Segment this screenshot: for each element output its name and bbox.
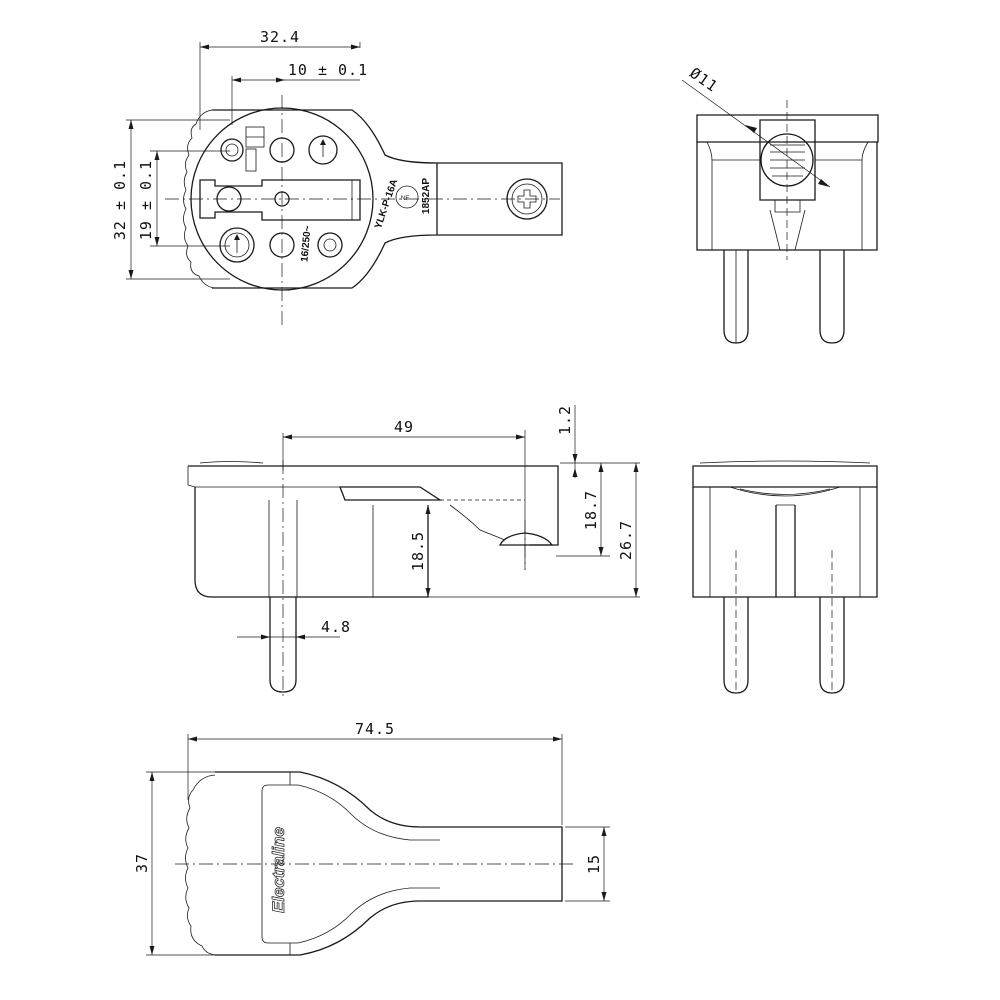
date-dial-ring bbox=[224, 232, 250, 258]
grip-top bbox=[199, 461, 264, 464]
dim-width-label-bottom: 37 bbox=[133, 853, 151, 873]
arrow bbox=[553, 736, 562, 742]
arrow bbox=[232, 77, 241, 83]
dim-length-label: 49 bbox=[394, 418, 414, 436]
side-view: 49 1.2 18.7 26.7 18.5 bbox=[187, 405, 640, 700]
arrow bbox=[128, 270, 134, 279]
arrow bbox=[149, 772, 155, 781]
hole bbox=[269, 232, 295, 258]
dim-pin-spacing-label: 10 ± 0.1 bbox=[288, 61, 368, 79]
arrow bbox=[261, 634, 270, 640]
body-contour bbox=[706, 141, 713, 250]
dial-arrow-head bbox=[234, 234, 240, 240]
arrow bbox=[572, 468, 578, 477]
end-view-side bbox=[692, 460, 878, 694]
top-view: 32.4 10 ± 0.1 32 ± 0.1 19 ± 0.1 bbox=[111, 28, 563, 325]
hole-inner bbox=[225, 143, 239, 157]
hole bbox=[269, 137, 295, 163]
dim-overall-length-label: 74.5 bbox=[355, 720, 395, 738]
arrow bbox=[601, 827, 607, 836]
end-view-top: Ø11 bbox=[681, 64, 879, 344]
clip-lever bbox=[339, 486, 443, 501]
arrow bbox=[149, 946, 155, 955]
cap bbox=[692, 465, 878, 488]
arrow bbox=[633, 588, 639, 597]
hole-diameter-label: Ø11 bbox=[686, 64, 721, 96]
body-contour bbox=[861, 141, 869, 250]
pin-right bbox=[819, 250, 845, 344]
arrow bbox=[276, 77, 285, 83]
arrow bbox=[516, 434, 525, 440]
model-label: YLK-P-16A bbox=[373, 178, 400, 230]
bottom-view: 74.5 37 15 Electraline bbox=[133, 720, 610, 956]
pin-left bbox=[723, 597, 749, 694]
arrow bbox=[633, 463, 639, 472]
rating-label: 16/250~ bbox=[299, 225, 313, 262]
arrow bbox=[601, 892, 607, 901]
hole bbox=[317, 232, 343, 258]
code-label: 1852AP bbox=[421, 178, 432, 214]
hole bbox=[220, 138, 244, 162]
cable-tab bbox=[437, 162, 563, 236]
cross-screw-icon bbox=[517, 189, 537, 209]
arrow bbox=[351, 44, 360, 50]
leader-line bbox=[681, 79, 831, 188]
body-outline bbox=[215, 771, 563, 956]
earth-rivet bbox=[216, 186, 242, 212]
dim-total-height-label: 26.7 bbox=[617, 520, 635, 560]
grip-ridges bbox=[185, 774, 219, 956]
arrow bbox=[598, 463, 604, 472]
main-body bbox=[194, 487, 429, 598]
clip-curve bbox=[449, 504, 506, 541]
thread bbox=[770, 144, 805, 177]
dim-height-label: 32 ± 0.1 bbox=[111, 160, 129, 240]
dim-depth-label: 18.7 bbox=[582, 490, 600, 530]
centre-rib bbox=[775, 505, 796, 597]
body bbox=[692, 487, 878, 598]
nf-mark: NF bbox=[401, 196, 409, 202]
arrow bbox=[283, 434, 292, 440]
groove bbox=[769, 209, 806, 251]
arrow bbox=[128, 120, 134, 129]
arrow bbox=[200, 44, 209, 50]
clip-bump bbox=[498, 532, 554, 546]
arrow bbox=[188, 736, 197, 742]
dim-neck-label: 15 bbox=[585, 854, 603, 874]
hole-inner bbox=[323, 238, 337, 252]
pin-right bbox=[819, 597, 845, 694]
dim-gap-label: 1.2 bbox=[556, 405, 574, 435]
arrow bbox=[296, 634, 305, 640]
dial-arrow-head bbox=[320, 139, 326, 145]
arrow bbox=[745, 125, 757, 133]
arrow bbox=[818, 179, 830, 187]
dim-pin-label: 4.8 bbox=[321, 618, 351, 636]
date-dial-large bbox=[219, 227, 255, 263]
cable-arch-inner bbox=[739, 488, 831, 495]
certification-mark-icon bbox=[395, 185, 419, 209]
dim-inner-label: 19 ± 0.1 bbox=[137, 160, 155, 240]
dim-body-label: 18.5 bbox=[409, 531, 427, 571]
label-panel bbox=[261, 784, 440, 944]
earth-clip-slot bbox=[199, 179, 361, 221]
approval-box-small bbox=[245, 148, 257, 172]
screw-tip bbox=[774, 200, 801, 213]
grip-top bbox=[699, 460, 871, 464]
centre-screw bbox=[274, 191, 290, 207]
grip-ridges bbox=[183, 109, 216, 289]
dim-width-label: 32.4 bbox=[260, 28, 300, 46]
screw-housing bbox=[759, 119, 816, 201]
arrow bbox=[598, 547, 604, 556]
arrow bbox=[154, 237, 160, 246]
arrow bbox=[572, 454, 578, 463]
date-dial bbox=[308, 135, 338, 165]
cap bbox=[696, 114, 879, 143]
plate-edge bbox=[187, 466, 196, 488]
brand-logo: Electraline bbox=[269, 827, 288, 913]
pin bbox=[269, 597, 297, 693]
cable-arch bbox=[729, 486, 841, 497]
arrow bbox=[154, 151, 160, 160]
body-contour bbox=[709, 487, 861, 597]
